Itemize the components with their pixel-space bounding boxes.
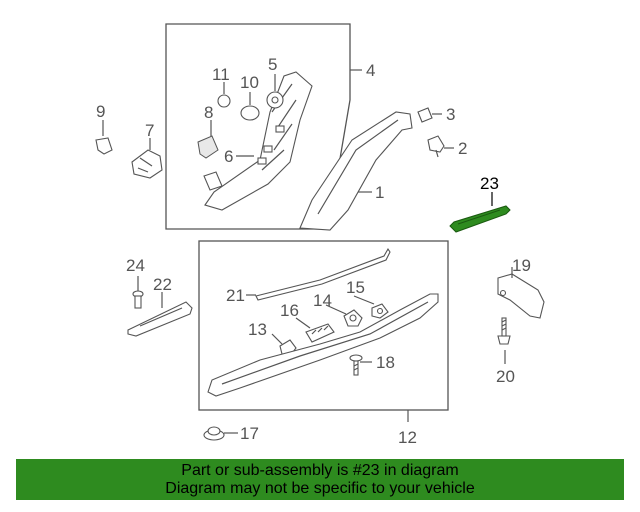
callout-22: 22 <box>153 275 172 294</box>
callout-5: 5 <box>268 55 277 74</box>
part-18-bolt <box>349 354 363 376</box>
callout-16: 16 <box>280 301 299 320</box>
part-22-bracket <box>127 301 193 337</box>
part-8-clip <box>197 135 223 191</box>
callout-23: 23 <box>480 174 499 193</box>
callout-10: 10 <box>240 73 259 92</box>
callout-2: 2 <box>458 139 467 158</box>
info-banner: Part or sub-assembly is #23 in diagram D… <box>16 459 624 500</box>
part-16-retainer <box>305 323 335 343</box>
part-19-end-cap <box>497 273 545 319</box>
callout-13: 13 <box>248 320 267 339</box>
callout-17: 17 <box>240 424 259 443</box>
callout-3: 3 <box>446 105 455 124</box>
callout-8: 8 <box>204 103 213 122</box>
callout-14: 14 <box>313 291 332 310</box>
part-9-fastener <box>95 137 113 155</box>
callout-21: 21 <box>226 286 245 305</box>
callout-1: 1 <box>375 183 384 202</box>
callout-6: 6 <box>224 147 233 166</box>
callout-9: 9 <box>96 102 105 121</box>
callout-11: 11 <box>212 65 230 84</box>
callout-12: 12 <box>398 428 417 447</box>
callout-7: 7 <box>145 121 154 140</box>
callout-4: 4 <box>366 61 375 80</box>
callout-15: 15 <box>346 278 365 297</box>
part-23-highlighted <box>449 205 511 233</box>
banner-line-2: Diagram may not be specific to your vehi… <box>165 480 475 497</box>
part-1-pillar-trim <box>299 111 413 231</box>
callout-18: 18 <box>376 353 395 372</box>
part-24-stud <box>132 290 144 309</box>
part-15-clip <box>371 303 389 319</box>
callout-19: 19 <box>512 256 531 275</box>
part-5-clip <box>266 91 284 109</box>
part-3-cap <box>417 107 433 123</box>
part-17-nut <box>203 426 225 441</box>
banner-line-1: Part or sub-assembly is #23 in diagram <box>181 462 459 479</box>
part-20-screw <box>497 317 511 345</box>
part-10-cap <box>240 105 260 121</box>
part-11-grommet <box>217 94 231 108</box>
part-14-clip <box>343 309 363 327</box>
part-2-screw <box>427 135 445 158</box>
part-7-bracket <box>131 149 163 179</box>
rocker-panel <box>207 293 439 397</box>
callout-20: 20 <box>496 367 515 386</box>
part-21-moulding <box>255 247 391 301</box>
callout-24: 24 <box>126 256 145 275</box>
